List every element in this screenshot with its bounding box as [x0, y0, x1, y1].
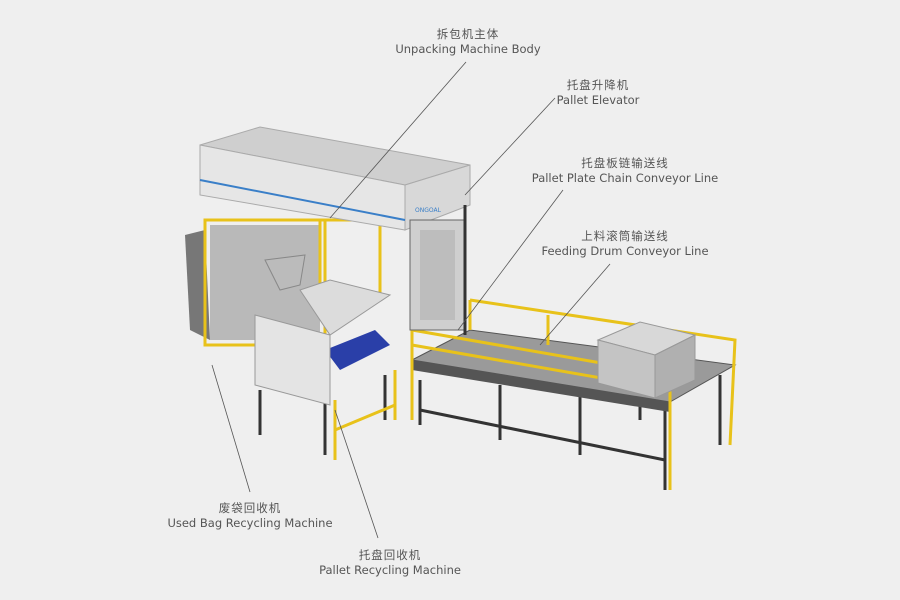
label-zh: 托盘板链输送线	[581, 156, 669, 170]
label-en: Pallet Recycling Machine	[319, 563, 461, 577]
label-en: Unpacking Machine Body	[395, 42, 541, 56]
label-en: Pallet Elevator	[556, 93, 640, 107]
label-en: Pallet Plate Chain Conveyor Line	[531, 171, 719, 185]
label-zh: 拆包机主体	[436, 27, 500, 41]
svg-text:ONGOAL: ONGOAL	[415, 207, 442, 214]
label-feeding-drum-conveyor: 上料滚筒输送线 Feeding Drum Conveyor Line	[541, 229, 708, 259]
label-en: Used Bag Recycling Machine	[167, 516, 333, 530]
label-pallet-elevator: 托盘升降机 Pallet Elevator	[557, 78, 640, 108]
pallet-recycling-machine	[254, 279, 397, 460]
bag-stack	[596, 321, 697, 399]
label-pallet-recycling: 托盘回收机 Pallet Recycling Machine	[319, 548, 461, 578]
leader-lines	[211, 61, 611, 539]
label-zh: 上料滚筒输送线	[581, 229, 669, 243]
pallet-elevator	[409, 205, 467, 335]
label-zh: 托盘升降机	[566, 78, 630, 92]
label-unpacking-machine-body: 拆包机主体 Unpacking Machine Body	[395, 27, 540, 57]
label-pallet-plate-chain-conveyor: 托盘板链输送线 Pallet Plate Chain Conveyor Line	[532, 156, 718, 186]
label-en: Feeding Drum Conveyor Line	[541, 244, 709, 258]
label-zh: 托盘回收机	[358, 548, 422, 562]
unpacking-machine-body: ONGOAL	[185, 126, 471, 347]
label-zh: 废袋回收机	[218, 501, 282, 515]
label-used-bag-recycling: 废袋回收机 Used Bag Recycling Machine	[167, 501, 332, 531]
